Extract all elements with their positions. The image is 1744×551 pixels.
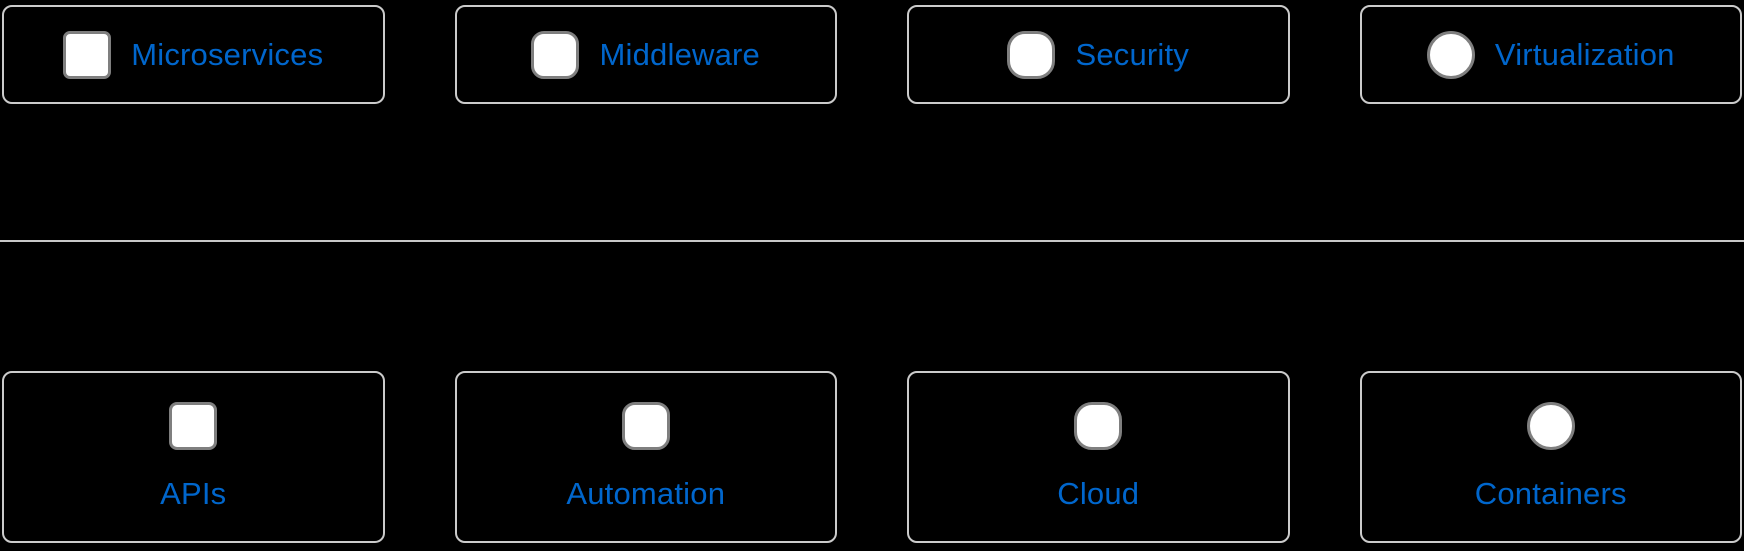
section-divider: [0, 240, 1744, 242]
squircle-icon: [1074, 402, 1123, 450]
squircle-icon: [1007, 30, 1056, 79]
tile-security[interactable]: Security: [907, 5, 1290, 104]
tile-microservices[interactable]: Microservices: [2, 5, 385, 104]
square-icon: [169, 402, 218, 450]
tile-virtualization[interactable]: Virtualization: [1359, 5, 1742, 104]
square-icon: [63, 30, 112, 79]
tile-row-top: Microservices Middleware Security Virtua…: [0, 5, 1744, 104]
tile-label: Middleware: [599, 36, 760, 72]
tile-label: Cloud: [1057, 476, 1140, 511]
circle-icon: [1426, 30, 1475, 79]
tile-row-bottom: APIs Automation Cloud Containers: [0, 371, 1744, 543]
tile-label: Automation: [566, 476, 726, 511]
tile-apis[interactable]: APIs: [2, 371, 385, 543]
tile-label: APIs: [160, 476, 227, 511]
rounded-square-icon: [621, 402, 670, 450]
tile-containers[interactable]: Containers: [1359, 371, 1742, 543]
tile-label: Containers: [1474, 476, 1627, 511]
tile-automation[interactable]: Automation: [454, 371, 837, 543]
tile-cloud[interactable]: Cloud: [907, 371, 1290, 543]
tile-label: Virtualization: [1494, 36, 1675, 72]
tile-label: Security: [1075, 36, 1190, 72]
rounded-square-icon: [531, 30, 580, 79]
circle-icon: [1526, 402, 1575, 450]
tile-middleware[interactable]: Middleware: [454, 5, 837, 104]
tile-label: Microservices: [131, 36, 324, 72]
